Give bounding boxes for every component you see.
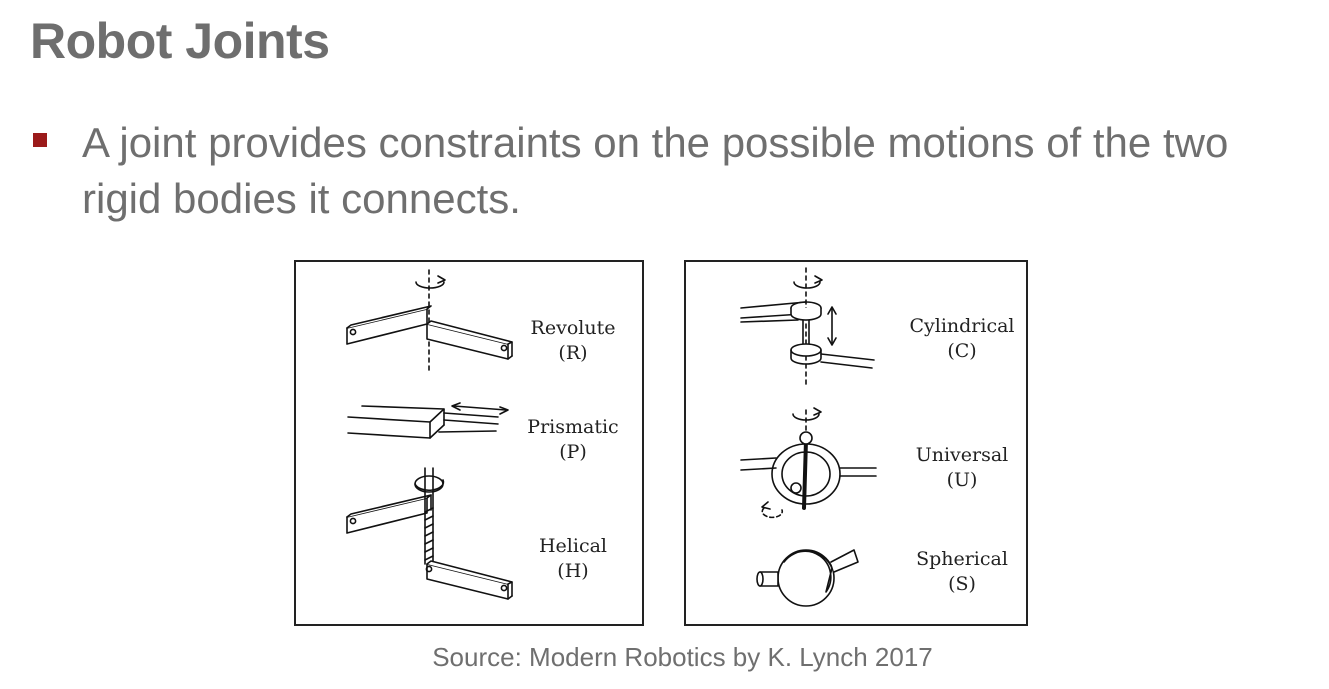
joint-panel-left: Revolute (R) Prismatic (P) Helical (H) xyxy=(294,260,644,626)
joint-name: Spherical xyxy=(916,548,1008,570)
joint-label-revolute: Revolute (R) xyxy=(518,316,628,366)
slide-title: Robot Joints xyxy=(30,13,330,69)
joint-name: Universal xyxy=(915,444,1009,466)
joint-name: Prismatic xyxy=(527,416,619,438)
bullet-marker xyxy=(33,133,47,147)
joint-abbr: (U) xyxy=(946,469,978,491)
source-caption: Source: Modern Robotics by K. Lynch 2017 xyxy=(432,642,933,672)
joint-label-cylindrical: Cylindrical (C) xyxy=(902,314,1022,364)
joint-name: Helical xyxy=(538,535,607,557)
joint-abbr: (R) xyxy=(558,342,588,364)
joint-name: Cylindrical xyxy=(909,315,1015,337)
joint-panel-right: Cylindrical (C) Universal (U) Spherical … xyxy=(684,260,1028,626)
joint-abbr: (P) xyxy=(559,441,587,463)
joint-label-helical: Helical (H) xyxy=(518,534,628,584)
joint-name: Revolute xyxy=(530,317,616,339)
bullet-text: A joint provides constraints on the poss… xyxy=(82,119,1229,222)
universal-joint-drawing xyxy=(740,407,877,519)
prismatic-joint-drawing xyxy=(347,402,509,439)
joint-abbr: (C) xyxy=(947,340,977,362)
joint-abbr: (S) xyxy=(948,573,976,595)
joint-label-spherical: Spherical (S) xyxy=(902,547,1022,597)
cylindrical-joint-drawing xyxy=(740,267,875,385)
revolute-joint-drawing xyxy=(346,269,513,371)
helical-joint-drawing xyxy=(346,467,513,600)
spherical-joint-drawing xyxy=(756,549,859,607)
joint-label-universal: Universal (U) xyxy=(902,443,1022,493)
joint-abbr: (H) xyxy=(557,560,589,582)
joint-label-prismatic: Prismatic (P) xyxy=(518,415,628,465)
